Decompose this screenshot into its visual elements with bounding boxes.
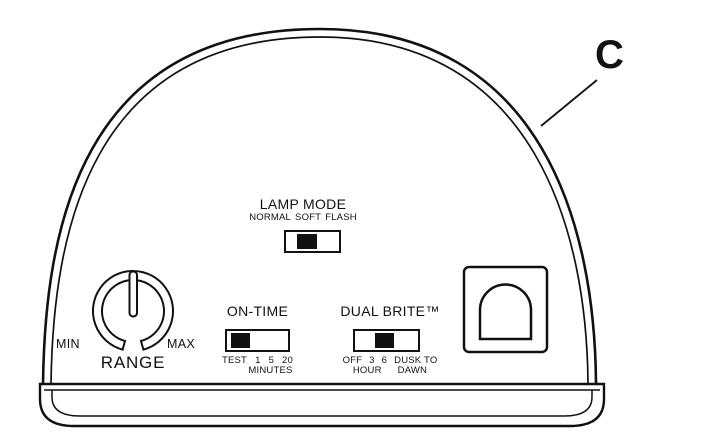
dual-brite-title: DUAL BRITE™ [340,303,440,319]
lamp-mode-switch [284,230,341,253]
range-knob-pointer [128,270,138,318]
lamp-mode-pos-soft: SOFT [295,212,322,223]
base-inner-rim [51,390,593,417]
dual-brite-switch [353,329,420,352]
dual-brite-tick-off: OFF [342,355,363,366]
on-time-switch-knob [231,332,250,348]
lamp-mode-title: LAMP MODE [259,196,347,212]
on-time-tick-test: TEST [221,355,248,366]
range-max-label: MAX [167,337,195,351]
dual-brite-switch-knob [375,332,394,348]
dome-outer-outline [41,27,598,385]
lamp-mode-pos-normal: NORMAL [249,212,292,223]
dual-brite-tick-dawn: DAWN [397,365,428,376]
dual-brite-tick-6: 6 [381,355,388,366]
lamp-mode-scale: NORMAL SOFT FLASH [223,212,383,223]
base-outline [38,382,606,428]
range-min-label: MIN [56,337,80,351]
on-time-unit: MINUTES [248,365,293,376]
range-title: RANGE [100,353,166,372]
on-time-tick-5: 5 [268,355,275,366]
callout-label: C [595,33,625,77]
dual-brite-tick-hour: HOUR [352,365,382,376]
dome-inner-outline [50,36,589,385]
callout-leader-line [540,79,598,127]
dual-brite-scale: OFF 3 6 DUSK TO [312,355,468,366]
dual-brite-tick-dusk-to: DUSK TO [394,355,438,366]
dual-brite-tick-3: 3 [369,355,375,366]
on-time-tick-1: 1 [255,355,261,366]
on-time-tick-20: 20 [282,355,294,366]
on-time-title: ON-TIME [226,303,289,319]
lamp-mode-pos-flash: FLASH [325,212,357,223]
dual-brite-scale-line2: HOUR DAWN [312,365,468,376]
range-knob [92,269,174,351]
on-time-switch [225,329,290,352]
on-time-scale: TEST 1 5 20 [180,355,335,366]
lamp-mode-switch-knob [297,233,317,249]
photocell-window-icon [478,283,533,341]
